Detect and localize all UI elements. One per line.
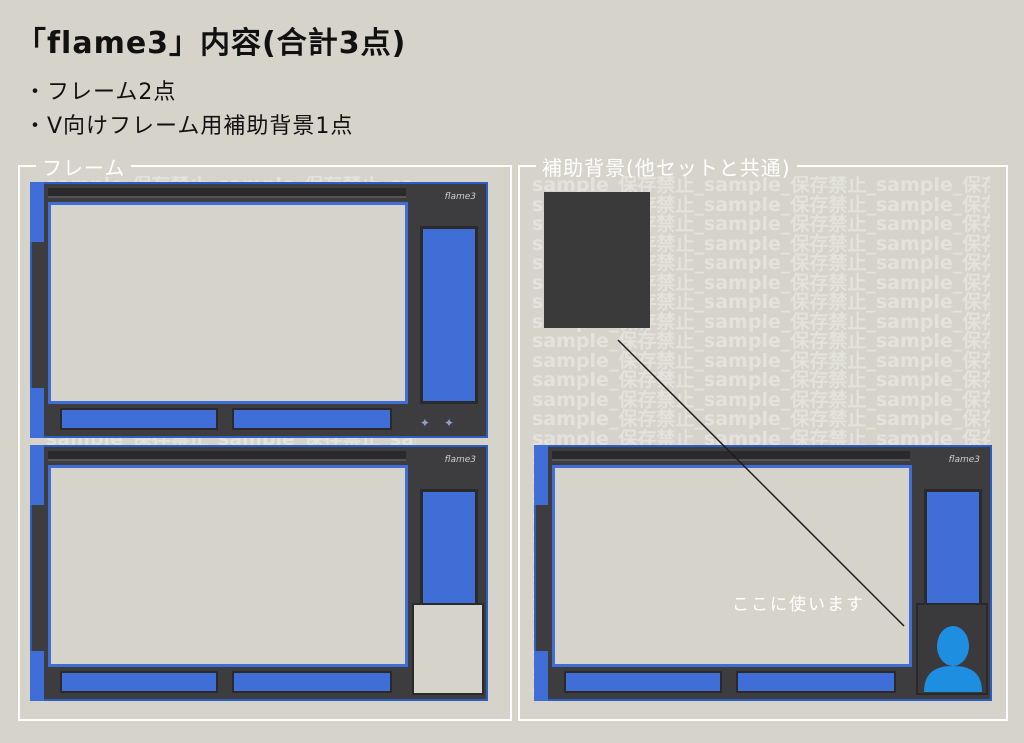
- page-title: 「flame3」内容(合計3点): [16, 26, 407, 61]
- frame-side-window: [420, 226, 478, 404]
- frame-camera-window: [412, 603, 484, 695]
- frame-2: flame3: [30, 445, 488, 701]
- frame-topbar: [48, 188, 406, 198]
- frame-bottom-bar: [232, 671, 392, 693]
- bullet-frames: ・フレーム2点: [24, 80, 177, 105]
- bullet-background: ・V向けフレーム用補助背景1点: [24, 114, 354, 139]
- frame-edge: [30, 445, 44, 505]
- frame-bottom-bar: [60, 408, 218, 430]
- background-sample: [544, 192, 650, 328]
- frame-bottom-bar: [232, 408, 392, 430]
- frame-logo: flame3: [444, 192, 476, 202]
- frame-1: flame3 ✦✦: [30, 182, 488, 438]
- frame-edge: [30, 651, 44, 701]
- frame-topbar: [48, 451, 406, 461]
- frame-bottom-bar: [736, 671, 896, 693]
- frame-edge: [534, 445, 548, 505]
- frame-main-window: [552, 465, 912, 667]
- frame-logo: flame3: [948, 455, 980, 465]
- background-panel-label: 補助背景(他セットと共通): [536, 152, 797, 181]
- frame-edge: [30, 182, 44, 242]
- frame-edge: [30, 388, 44, 438]
- frame-topbar: [552, 451, 910, 461]
- frames-panel-label: フレーム: [36, 152, 132, 181]
- frames-panel: [18, 165, 512, 721]
- person-silhouette-icon: [924, 626, 982, 692]
- frame-logo: flame3: [444, 455, 476, 465]
- star-icon: ✦✦: [419, 416, 468, 430]
- frame-main-window: [48, 202, 408, 404]
- frame-edge: [534, 651, 548, 701]
- frame-bottom-bar: [60, 671, 218, 693]
- frame-main-window: [48, 465, 408, 667]
- usage-note: ここに使います: [732, 595, 865, 615]
- frame-bottom-bar: [564, 671, 722, 693]
